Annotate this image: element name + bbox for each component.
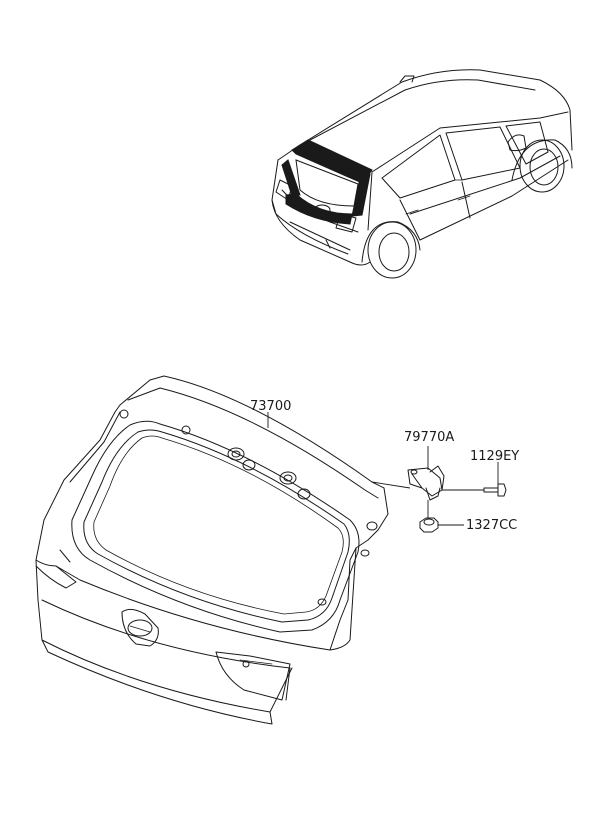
leader-tailgate-hinge [371, 481, 411, 489]
hinge-illustration [407, 465, 445, 501]
part-number-nut: 1327CC [466, 518, 517, 533]
nut-illustration [419, 517, 439, 533]
part-number-tailgate: 73700 [250, 399, 291, 414]
car-overview-illustration [271, 69, 573, 279]
tailgate-assembly-illustration [35, 375, 389, 725]
part-number-bolt: 1129EY [470, 449, 519, 464]
part-number-hinge: 79770A [404, 430, 454, 445]
leader-lines [267, 412, 499, 526]
bolt-illustration [483, 483, 507, 497]
